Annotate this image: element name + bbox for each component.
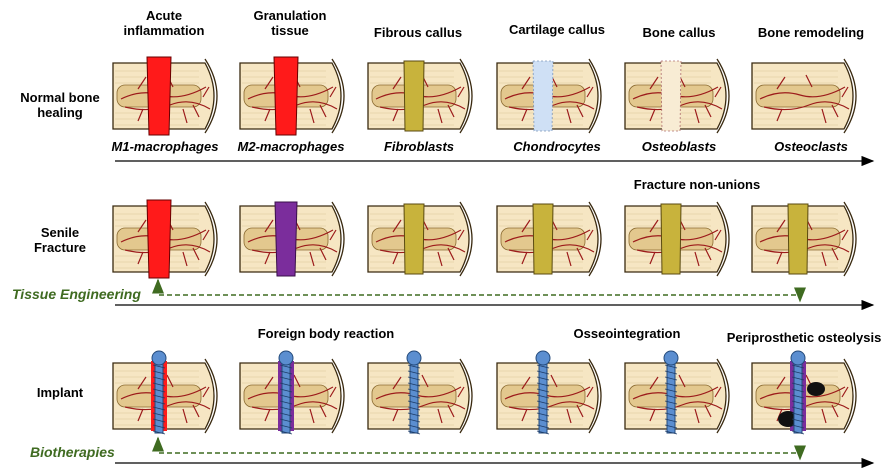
annotation-fracture-non-unions: Fracture non-unions [612, 177, 782, 192]
annotation-biotherapies: Biotherapies [30, 445, 140, 460]
bone-cell-r1-c1 [240, 202, 344, 276]
bone-cell-r1-c3 [497, 202, 601, 276]
bone-cell-r0-c5 [752, 59, 856, 133]
header-bone-remodeling: Bone remodeling [748, 25, 874, 40]
tissue-engineering-connector [158, 280, 800, 301]
bone-cell-r0-c0 [113, 57, 217, 135]
annotation-tissue-engineering: Tissue Engineering [12, 287, 162, 302]
bone-cell-r2-c2 [368, 351, 472, 434]
cell-osteoblasts: Osteoblasts [624, 139, 734, 154]
annotation-foreign-body-reaction: Foreign body reaction [236, 326, 416, 341]
annotation-osseointegration: Osseointegration [562, 326, 692, 341]
header-bone-callus: Bone callus [624, 25, 734, 40]
header-acute-inflammation: Acute inflammation [112, 8, 216, 38]
bone-cell-r1-c2 [368, 202, 472, 276]
cell-m1-macrophages: M1-macrophages [100, 139, 230, 154]
cell-fibroblasts: Fibroblasts [364, 139, 474, 154]
bone-cell-r1-c0 [113, 200, 217, 278]
cell-osteoclasts: Osteoclasts [752, 139, 870, 154]
bone-cell-r2-c3 [497, 351, 601, 434]
row-label-senile: Senile Fracture [10, 225, 110, 255]
bone-cell-r1-c4 [625, 202, 729, 276]
biotherapies-connector [158, 438, 800, 459]
header-granulation-tissue: Granulation tissue [238, 8, 342, 38]
header-cartilage-callus: Cartilage callus [494, 22, 620, 37]
bone-cell-r0-c4 [625, 59, 729, 133]
bone-cell-r0-c2 [368, 59, 472, 133]
header-fibrous-callus: Fibrous callus [360, 25, 476, 40]
cell-m2-macrophages: M2-macrophages [228, 139, 354, 154]
cell-chondrocytes: Chondrocytes [497, 139, 617, 154]
annotation-periprosthetic-osteolysis: Periprosthetic osteolysis [716, 330, 890, 345]
bone-cell-r2-c0 [113, 351, 217, 434]
row-label-implant: Implant [10, 385, 110, 400]
bone-cell-r1-c5 [752, 202, 856, 276]
bone-cell-r2-c1 [240, 351, 344, 434]
bone-cell-r0-c1 [240, 57, 344, 135]
row-label-normal: Normal bone healing [10, 90, 110, 120]
bone-cell-r0-c3 [497, 59, 601, 133]
bone-cell-r2-c5 [752, 351, 856, 434]
bone-cell-r2-c4 [625, 351, 729, 434]
